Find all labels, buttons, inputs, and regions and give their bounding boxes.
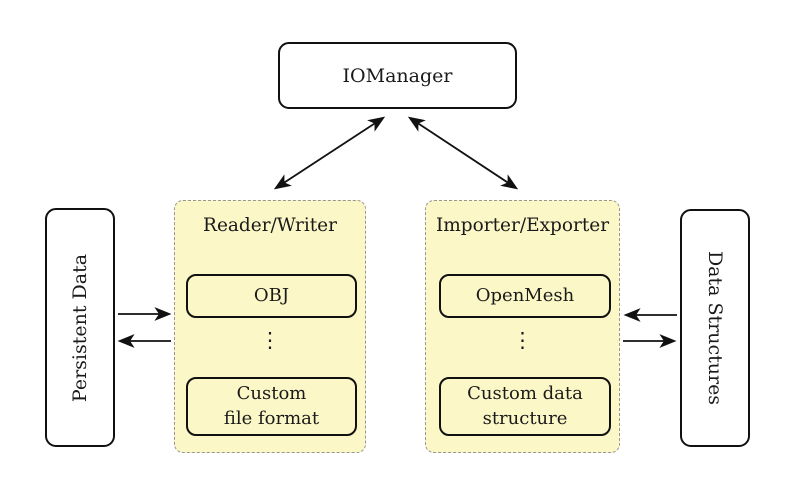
importer-exporter-title: Importer/Exporter: [435, 215, 610, 236]
openmesh-box: OpenMesh: [439, 274, 611, 318]
importer-exporter-container: Importer/Exporter OpenMesh ⋮ Custom data…: [425, 200, 620, 453]
custom-data-structure-line2: structure: [482, 407, 568, 429]
iomanager-box: IOManager: [278, 42, 517, 109]
importer-exporter-ellipsis: ⋮: [512, 328, 533, 352]
obj-box: OBJ: [186, 274, 357, 318]
reader-writer-ellipsis: ⋮: [259, 328, 281, 352]
custom-file-format-box: Custom file format: [186, 377, 357, 436]
data-structures-box: Data Structures: [680, 209, 750, 447]
obj-label: OBJ: [253, 284, 290, 306]
arrow-iomanager-importerexporter: [407, 116, 519, 190]
data-structures-label: Data Structures: [704, 250, 726, 406]
arrow-iomanager-readerwriter: [273, 116, 386, 190]
persistent-data-label: Persistent Data: [69, 253, 91, 402]
custom-data-structure-line1: Custom data: [467, 383, 583, 405]
reader-writer-title: Reader/Writer: [203, 215, 337, 236]
custom-data-structure-box: Custom data structure: [439, 377, 611, 436]
custom-file-format-line2: file format: [223, 407, 320, 429]
openmesh-label: OpenMesh: [475, 284, 575, 306]
persistent-data-box: Persistent Data: [45, 208, 115, 447]
reader-writer-container: Reader/Writer OBJ ⋮ Custom file format: [174, 200, 366, 453]
iomanager-label: IOManager: [342, 64, 453, 87]
custom-file-format-line1: Custom: [236, 383, 307, 405]
